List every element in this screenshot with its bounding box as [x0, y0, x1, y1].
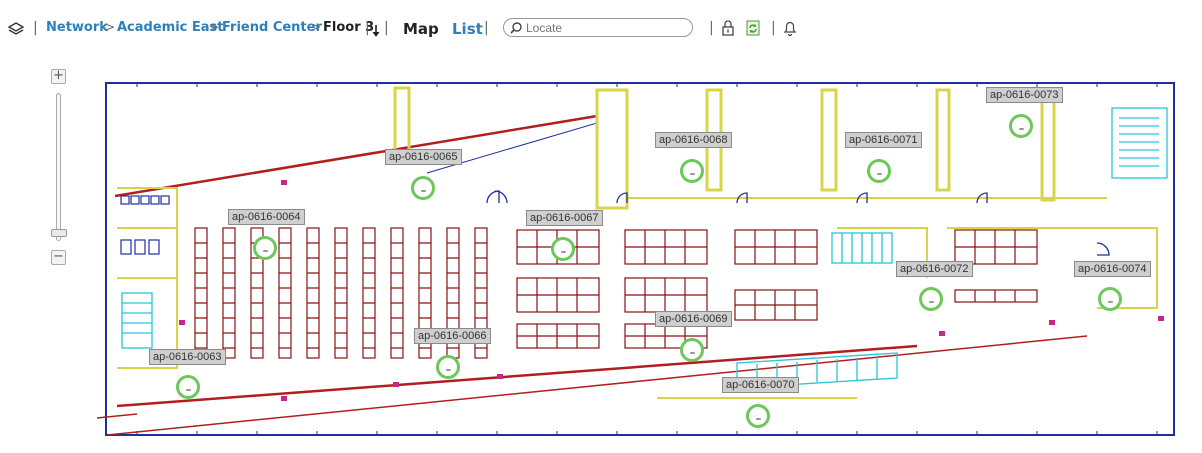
divider: | [33, 20, 38, 36]
access-point-marker-icon[interactable] [867, 159, 891, 183]
ap-label[interactable]: ap-0616-0069 [655, 311, 732, 327]
ap-label[interactable]: ap-0616-0063 [149, 349, 226, 365]
access-point-marker-icon[interactable] [551, 237, 575, 261]
ap-label[interactable]: ap-0616-0074 [1074, 261, 1151, 277]
layers-icon[interactable] [7, 20, 25, 38]
breadcrumb-academic-east[interactable]: Academic East [117, 20, 224, 35]
ap-label[interactable]: ap-0616-0072 [896, 261, 973, 277]
breadcrumb-separator: > [209, 20, 220, 34]
breadcrumb-friend-center[interactable]: Friend Center [222, 20, 322, 35]
tab-map[interactable]: Map [403, 20, 439, 38]
ap-label[interactable]: ap-0616-0067 [526, 210, 603, 226]
tab-list[interactable]: List [452, 20, 483, 38]
access-point-marker-icon[interactable] [436, 355, 460, 379]
lock-icon[interactable] [720, 19, 736, 37]
ap-label[interactable]: ap-0616-0066 [414, 328, 491, 344]
access-point-marker-icon[interactable] [680, 338, 704, 362]
zoom-out-button[interactable]: − [51, 250, 66, 265]
ap-label[interactable]: ap-0616-0065 [385, 149, 462, 165]
breadcrumb-network[interactable]: Network [46, 20, 108, 35]
zoom-track[interactable] [56, 93, 61, 241]
access-point-marker-icon[interactable] [919, 287, 943, 311]
access-point-marker-icon[interactable] [1098, 287, 1122, 311]
divider: | [484, 20, 489, 36]
zoom-in-button[interactable]: + [51, 69, 66, 84]
locate-search-input[interactable] [503, 18, 693, 37]
access-point-marker-icon[interactable] [746, 404, 770, 428]
ap-label[interactable]: ap-0616-0068 [655, 132, 732, 148]
floor-plan[interactable] [97, 78, 1187, 440]
breadcrumb-current-floor: Floor 3 [323, 20, 375, 35]
divider: | [384, 20, 389, 36]
toolbar: | Network > Academic East > Friend Cente… [0, 0, 1202, 58]
ap-label[interactable]: ap-0616-0064 [228, 209, 305, 225]
zoom-slider-handle[interactable] [51, 229, 67, 237]
refresh-icon[interactable] [745, 19, 761, 37]
bell-icon[interactable] [782, 19, 798, 37]
ap-label[interactable]: ap-0616-0073 [986, 87, 1063, 103]
ap-label[interactable]: ap-0616-0070 [722, 377, 799, 393]
zoom-control: + − [51, 69, 67, 269]
sort-down-icon[interactable] [372, 24, 380, 38]
access-point-marker-icon[interactable] [411, 176, 435, 200]
divider: | [771, 20, 776, 36]
search-icon [510, 22, 522, 34]
access-point-marker-icon[interactable] [680, 159, 704, 183]
access-point-marker-icon[interactable] [253, 236, 277, 260]
breadcrumb-separator: > [105, 20, 116, 34]
access-point-marker-icon[interactable] [1009, 114, 1033, 138]
ap-label[interactable]: ap-0616-0071 [845, 132, 922, 148]
divider: | [709, 20, 714, 36]
access-point-marker-icon[interactable] [176, 375, 200, 399]
divider: | [365, 20, 370, 36]
breadcrumb-separator: > [311, 20, 322, 34]
